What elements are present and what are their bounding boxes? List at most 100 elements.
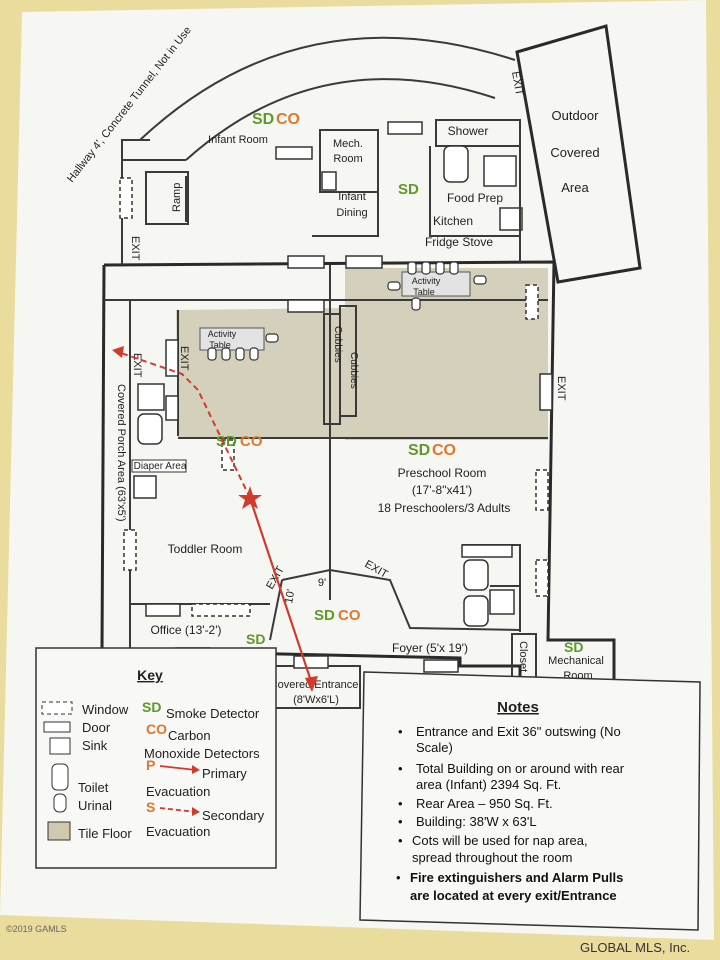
shower-label: Shower	[448, 124, 489, 138]
exit-label-2[interactable]: EXIT	[131, 353, 143, 378]
shower-sink	[483, 155, 517, 187]
mechanical-room-label-1: Mechanical	[548, 655, 604, 667]
note-6-line-2: are located at every exit/Entrance	[410, 888, 617, 903]
key-window-icon	[41, 701, 73, 715]
note-4: Building: 38'W x 63'L	[416, 814, 537, 829]
tile-floor-preschool	[345, 268, 548, 440]
co-foyer: CO	[338, 607, 361, 624]
key-co-label-2: Monoxide Detectors	[144, 746, 260, 761]
outdoor-label-2: Covered	[550, 145, 599, 160]
dim-10-label: 10'	[283, 588, 297, 604]
key-door: Door	[82, 720, 111, 735]
sd-office: SD	[246, 631, 265, 647]
key-tile-icon	[47, 821, 71, 841]
key-title: Key	[137, 667, 163, 683]
evacuation-routes	[112, 346, 318, 692]
ramp-box	[145, 171, 189, 225]
shower-toilet	[443, 145, 469, 183]
svg-text:•: •	[398, 833, 403, 848]
key-primary-code: P	[146, 757, 155, 773]
watermark-right: GLOBAL MLS, Inc.	[580, 940, 690, 955]
infant-nw-wall	[121, 139, 150, 160]
notes-list: • Entrance and Exit 36" outswing (No Sca…	[396, 724, 625, 903]
hallway-arc-inner	[185, 78, 496, 161]
key-co-code: CO	[146, 721, 167, 737]
mech-room-box	[319, 129, 379, 193]
outdoor-label-3: Area	[561, 180, 589, 195]
mech-room-label-1: Mech.	[333, 138, 363, 150]
note-1-line-2: Scale)	[416, 740, 453, 755]
fridge-stove-label: Fridge Stove	[425, 235, 493, 249]
key-window: Window	[82, 702, 129, 717]
mech-room-label-2: Room	[333, 153, 362, 165]
diaper-area-box	[131, 459, 187, 473]
key-primary-arrow	[159, 765, 197, 771]
activity-table-1-label-2: Table	[209, 340, 231, 350]
kitchen-wall	[429, 146, 520, 237]
svg-text:•: •	[396, 870, 401, 885]
preschool-capacity-label: 18 Preschoolers/3 Adults	[378, 501, 511, 515]
cubbies-box-2	[339, 305, 357, 417]
key-tile-floor: Tile Floor	[78, 826, 132, 841]
svg-text:•: •	[398, 761, 403, 776]
infant-dining-label-2: Dining	[336, 207, 367, 219]
kitchen-label: Kitchen	[433, 214, 473, 228]
exit-label-3[interactable]: EXIT	[178, 346, 190, 371]
infant-room-label: Infant Room	[208, 134, 268, 146]
watermark-left: ©2019 GAMLS	[6, 924, 67, 934]
windows	[119, 177, 549, 617]
closet-label: Closet	[517, 641, 529, 672]
activity-table-1-label-1: Activity	[208, 329, 237, 339]
exit-label-1[interactable]: EXIT	[129, 236, 141, 261]
key-secondary-2: Evacuation	[146, 824, 210, 839]
east-toilet-2	[463, 595, 489, 627]
porch-sink	[137, 383, 165, 411]
east-toilet-1	[463, 559, 489, 591]
key-co-label-1: Carbon	[168, 728, 211, 743]
key-secondary-arrow	[159, 807, 197, 813]
note-5-line-2: spread throughout the room	[412, 850, 572, 865]
hallway-arc-outer	[139, 36, 516, 141]
activity-table-1	[199, 327, 265, 351]
co-infant: CO	[276, 111, 300, 128]
foyer-label: Foyer (5'x 19')	[392, 641, 468, 655]
key-sd-label: Smoke Detector	[166, 706, 260, 721]
porch-urinal	[165, 395, 179, 421]
key-toilet: Toilet	[78, 780, 109, 795]
exit-label-4[interactable]: EXIT	[555, 376, 567, 401]
east-sink	[489, 589, 515, 615]
ramp-label: Ramp	[171, 183, 183, 212]
key-urinal-icon	[53, 793, 67, 813]
note-2-line-1: Total Building on or around with rear	[416, 761, 625, 776]
note-3: Rear Area – 950 Sq. Ft.	[416, 796, 553, 811]
key-sd-code: SD	[142, 699, 161, 715]
key-secondary-arrowhead	[192, 807, 200, 816]
activity-table-2-label-2: Table	[413, 287, 435, 297]
sd-infant: SD	[252, 111, 274, 128]
svg-text:•: •	[398, 724, 403, 739]
cubbies-label-2: Cubbies	[348, 352, 359, 389]
outdoor-label-1: Outdoor	[552, 108, 600, 123]
note-5-line-1: Cots will be used for nap area,	[412, 833, 588, 848]
key-primary-2: Evacuation	[146, 784, 210, 799]
key-box	[35, 647, 277, 869]
sd-mechanical: SD	[564, 639, 583, 655]
exit-label-5[interactable]: EXIT	[509, 70, 525, 96]
diaper-area-label: Diaper Area	[134, 461, 187, 472]
you-are-here-star	[238, 486, 262, 509]
activity-table-2-label-1: Activity	[412, 276, 441, 286]
chairs	[207, 261, 487, 361]
note-1-line-1: Entrance and Exit 36" outswing (No	[416, 724, 621, 739]
detector-markers: SD CO SD SD CO SD CO SD CO SD SD	[216, 111, 583, 655]
office-label: Office (13'-2')	[150, 623, 221, 637]
key-primary-arrowhead	[192, 765, 200, 774]
food-prep-label: Food Prep	[447, 191, 503, 205]
svg-text:•: •	[398, 796, 403, 811]
svg-text:•: •	[398, 814, 403, 829]
notes-box	[359, 671, 701, 931]
diaper-sink	[133, 475, 157, 499]
mech-sink	[321, 171, 337, 191]
porch-toilet	[137, 413, 163, 445]
key-door-icon	[43, 721, 71, 733]
